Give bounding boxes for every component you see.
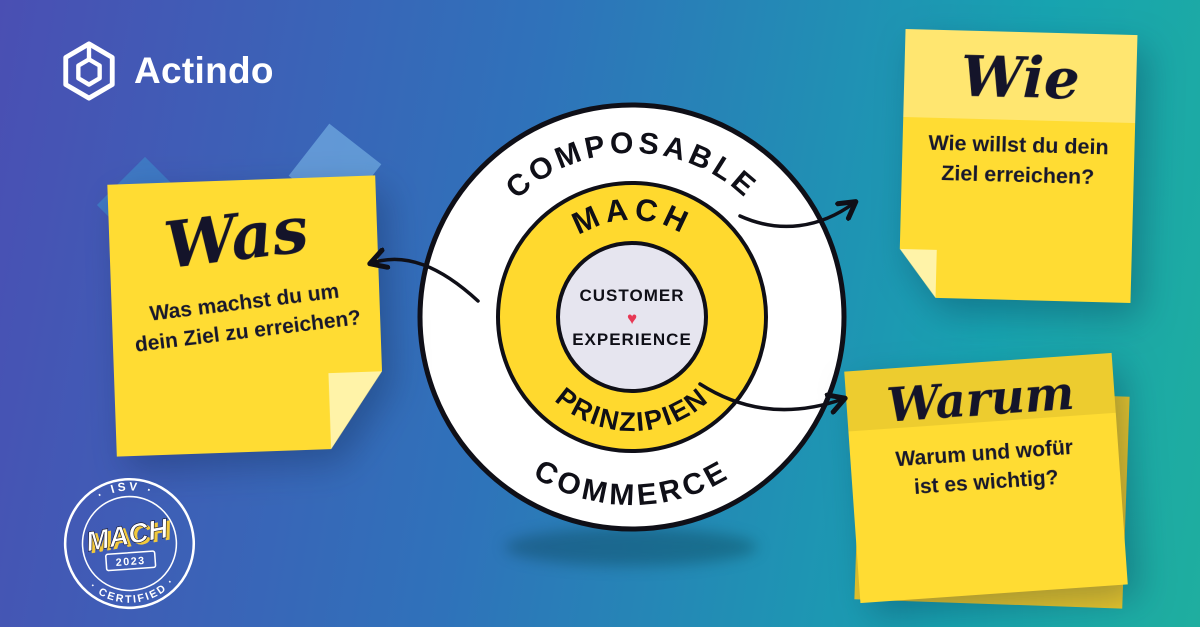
note-wie-body: Wie willst du dein Ziel erreichen? bbox=[928, 130, 1109, 190]
note-was-body: Was machst du um dein Ziel zu erreichen? bbox=[133, 279, 363, 358]
sticky-note-warum: Warum Warum und wofür ist es wichtig? bbox=[844, 352, 1128, 604]
inner-circle bbox=[556, 241, 708, 393]
note-warum-title: Warum bbox=[884, 365, 1077, 434]
actindo-logo-icon bbox=[63, 41, 115, 101]
actindo-logo-text: Actindo bbox=[134, 50, 274, 91]
note-wie-title: Wie bbox=[960, 43, 1081, 113]
badge-inner-ring bbox=[81, 495, 178, 592]
diagram-shadow bbox=[505, 528, 757, 566]
center-experience-label: EXPERIENCE bbox=[572, 330, 692, 349]
badge-year-ribbon bbox=[105, 550, 157, 572]
center-customer-label: CUSTOMER bbox=[580, 286, 685, 305]
note-warum-body: Warum und wofür ist es wichtig? bbox=[894, 435, 1074, 500]
sticky-note-wie: Wie Wie willst du dein Ziel erreichen? bbox=[899, 29, 1138, 303]
sticky-note-was: Was Was machst du um dein Ziel zu erreic… bbox=[107, 175, 384, 456]
mach-certified-badge: · ISV · · CERTIFIED · MACH MACH 2023 bbox=[63, 477, 196, 610]
note-was-title: Was bbox=[160, 192, 313, 285]
composable-commerce-diagram: COMPOSABLE COMMERCE MACH PRINZIPIEN CUST… bbox=[417, 102, 847, 532]
heart-icon: ♥ bbox=[627, 309, 637, 328]
badge-outer-ring bbox=[63, 477, 196, 610]
badge-year: 2023 bbox=[115, 555, 146, 569]
actindo-logo: Actindo bbox=[58, 40, 274, 102]
